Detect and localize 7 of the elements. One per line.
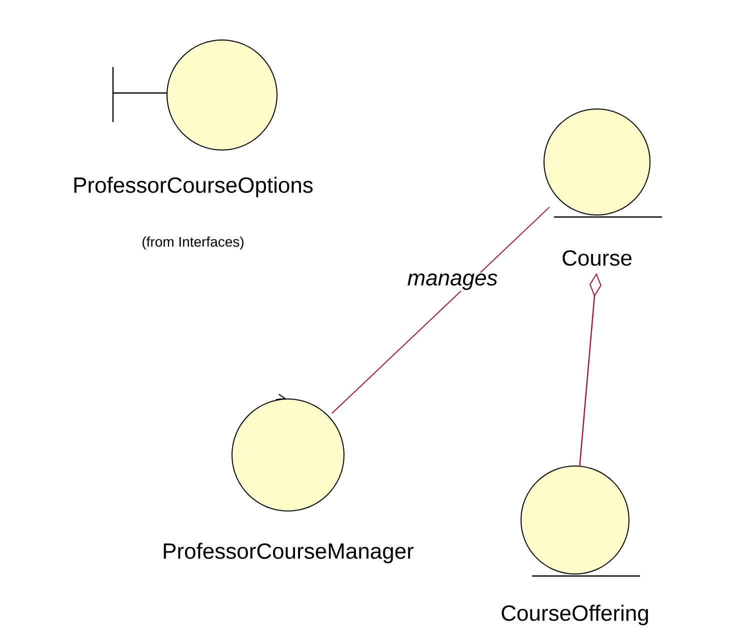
node-label: Course <box>562 250 632 266</box>
package-note: (from Interfaces) <box>142 236 244 250</box>
node-label: ProfessorCourseOptions <box>74 176 313 198</box>
association-line <box>331 206 550 414</box>
edge-label: manages <box>408 274 498 290</box>
node-label: CourseOffering <box>502 604 648 626</box>
node-label: ProfessorCourseManager <box>164 542 414 564</box>
